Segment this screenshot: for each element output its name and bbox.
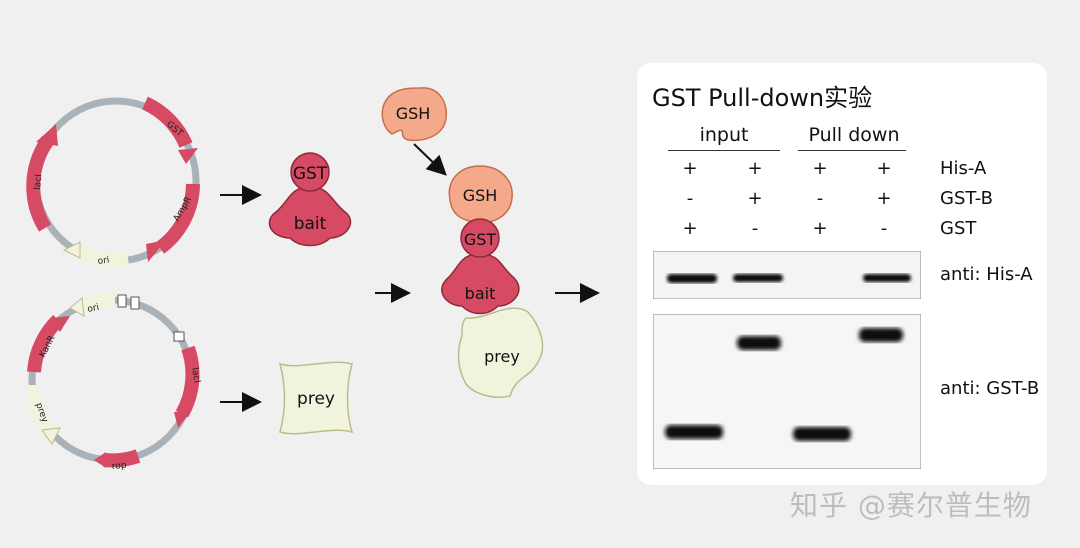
- group-input-underline: [668, 150, 780, 151]
- cond-gst-b-lane2: +: [747, 188, 763, 209]
- gst-gene-segment: [141, 96, 193, 148]
- gst-band-lane1: [665, 425, 723, 439]
- cond-gst-label: GST: [940, 218, 977, 239]
- gsh-bead: GSH: [381, 87, 448, 142]
- gst-arrowhead-icon: [178, 148, 198, 164]
- gst-circle: [290, 152, 330, 192]
- cond-his-a-lane3: +: [812, 158, 828, 179]
- plasmid-2: ori KanR prey rop lacI: [26, 293, 202, 472]
- blot-title: GST Pull-down实验: [652, 84, 873, 112]
- ampr-arrowhead-icon: [146, 240, 166, 262]
- complex-gsh-label: GSH: [463, 186, 498, 205]
- plasmid1-ori-label: ori: [97, 255, 110, 267]
- prey-shape: [278, 361, 354, 435]
- cond-his-a-lane4: +: [876, 158, 892, 179]
- rop-arrowhead-icon: [94, 452, 106, 468]
- site-marker-1: [117, 294, 127, 308]
- group-pulldown-label: Pull down: [808, 124, 900, 146]
- cond-gst-lane4: -: [880, 218, 888, 239]
- complex-bait-label: bait: [465, 284, 496, 303]
- bait-label: bait: [294, 214, 327, 234]
- plasmid2-rop-label: rop: [111, 461, 127, 472]
- pulldown-complex: GSH GST bait prey: [441, 165, 544, 398]
- laci2-arrowhead-icon: [174, 410, 192, 428]
- his-a-band-lane2: [733, 274, 783, 282]
- complex-bait-shape: [441, 253, 520, 315]
- bait-shape: [268, 186, 352, 247]
- laci-gene-segment: [26, 135, 54, 232]
- gst-b-band-lane2: [737, 336, 781, 350]
- plasmid2-ori-label: ori: [87, 303, 101, 315]
- site-marker-3: [173, 331, 185, 342]
- antibody-his-a-label: anti: His-A: [940, 264, 1033, 285]
- complex-prey-shape: [457, 307, 544, 398]
- watermark: 知乎 @赛尔普生物: [790, 489, 1032, 522]
- gsh-shape: [381, 87, 448, 142]
- complex-gst-label: GST: [464, 230, 497, 249]
- prey-arrowhead-icon: [41, 427, 61, 445]
- group-pulldown-underline: [798, 150, 906, 151]
- gst-band-lane3: [793, 427, 851, 441]
- complex-prey-label: prey: [484, 347, 520, 366]
- laci2-gene-segment: [175, 345, 200, 418]
- gsh-binding-arrow: [413, 143, 447, 176]
- plasmid-1: GST AmpR ori lacI: [26, 96, 200, 268]
- cond-his-a-label: His-A: [940, 158, 987, 179]
- cond-gst-b-label: GST-B: [940, 188, 993, 209]
- his-a-band-lane4: [863, 274, 911, 282]
- site-marker-2: [130, 296, 140, 310]
- laci-arrowhead-icon: [36, 124, 58, 146]
- cond-gst-b-lane4: +: [876, 188, 892, 209]
- prey-protein: prey: [278, 361, 354, 435]
- complex-gst-circle: [460, 218, 500, 258]
- plasmid2-laci-label: lacI: [189, 367, 202, 384]
- rop-gene-segment: [103, 449, 141, 468]
- gst-bait-fusion: GST bait: [268, 152, 352, 247]
- prey-label: prey: [297, 389, 335, 409]
- his-a-blot-image: [653, 251, 921, 299]
- cond-gst-lane3: +: [812, 218, 828, 239]
- plasmid1-laci-label: lacI: [33, 174, 44, 190]
- cond-his-a-lane1: +: [682, 158, 698, 179]
- gst-label: GST: [293, 164, 328, 184]
- cond-gst-b-lane1: -: [686, 188, 694, 209]
- cond-gst-lane1: +: [682, 218, 698, 239]
- ampr-gene-segment: [155, 183, 200, 254]
- kanr-arrowhead-icon: [50, 316, 70, 332]
- ori2-arrowhead-icon: [69, 297, 85, 317]
- gst-b-blot-image: [653, 314, 921, 469]
- antibody-gst-b-label: anti: GST-B: [940, 378, 1040, 399]
- cond-his-a-lane2: +: [747, 158, 763, 179]
- gsh-label: GSH: [396, 104, 431, 123]
- gst-b-band-lane4: [859, 328, 903, 342]
- ori-arrowhead-icon: [62, 241, 81, 259]
- his-a-band-lane1: [667, 274, 717, 283]
- cond-gst-lane2: -: [751, 218, 759, 239]
- cond-gst-b-lane3: -: [816, 188, 824, 209]
- group-input-label: input: [699, 124, 749, 146]
